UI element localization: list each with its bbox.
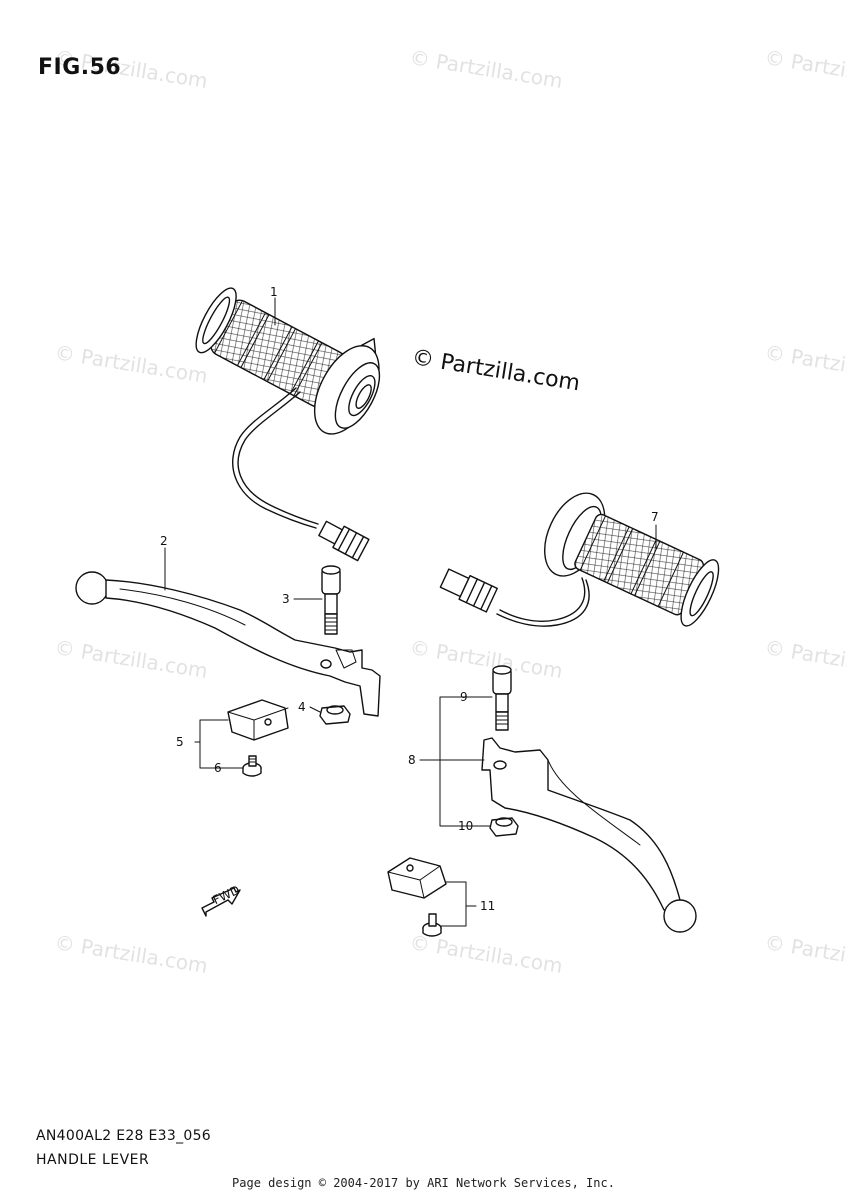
callout-7: 7: [651, 510, 659, 524]
callout-1: 1: [270, 285, 278, 299]
figure-name: HANDLE LEVER: [36, 1152, 150, 1168]
callout-10: 10: [458, 819, 473, 833]
callout-2: 2: [160, 534, 168, 548]
part-3-pivot-bolt[interactable]: [321, 565, 341, 635]
figure-code: AN400AL2 E28 E33_056: [36, 1128, 211, 1144]
part-9-pivot-bolt[interactable]: [492, 665, 512, 731]
part-8-right-lever[interactable]: [481, 737, 697, 933]
callout-3: 3: [282, 592, 290, 606]
part-7-right-grip[interactable]: [439, 484, 729, 638]
part-2-left-lever[interactable]: [75, 571, 381, 717]
fwd-label: FWD: [211, 883, 242, 908]
page-credit: Page design © 2004-2017 by ARI Network S…: [232, 1176, 615, 1190]
callout-8: 8: [408, 753, 416, 767]
part-6-screw[interactable]: [242, 755, 262, 777]
figure-title: FIG.56: [38, 55, 122, 80]
callout-9: 9: [460, 690, 468, 704]
callout-6: 6: [214, 761, 222, 775]
callout-11: 11: [480, 899, 495, 913]
leader-lines: [164, 297, 657, 927]
part-10-nut[interactable]: [489, 817, 519, 837]
part-4-nut[interactable]: [319, 705, 351, 725]
callout-4: 4: [298, 700, 306, 714]
part-11-switch[interactable]: [387, 857, 447, 937]
fwd-arrow-icon: [201, 887, 241, 917]
callout-5: 5: [176, 735, 184, 749]
part-1-left-grip[interactable]: [183, 264, 399, 562]
part-5-switch[interactable]: [227, 699, 289, 741]
